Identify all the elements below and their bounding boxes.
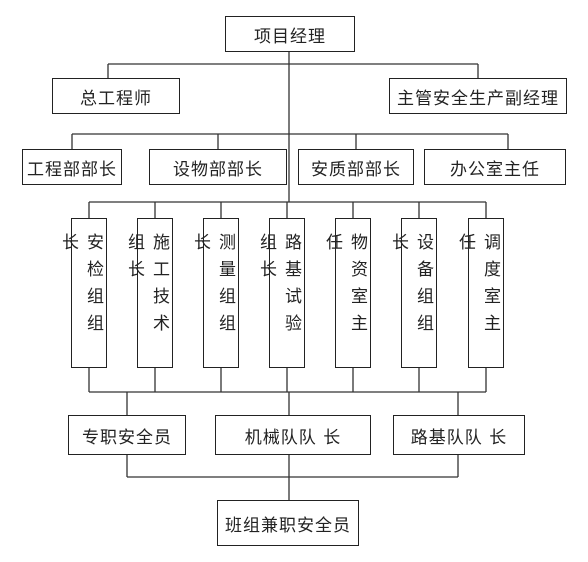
node-chief-engineer: 总工程师 [52, 78, 180, 114]
node-project-manager: 项目经理 [225, 16, 355, 52]
node-dispatch-room: 调度室主任 [455, 218, 504, 368]
node-machinery-team-leader: 机械队队 长 [215, 415, 371, 455]
node-team-part-time-safety-officer: 班组兼职安全员 [217, 500, 359, 546]
node-safety-inspection-group: 安检组组长 [58, 218, 107, 368]
node-safety-deputy-manager: 主管安全生产副经理 [389, 78, 567, 114]
node-survey-group: 测量组组长 [190, 218, 239, 368]
node-quality-dept-head: 安质部部长 [298, 149, 414, 185]
node-materials-dept-head: 设物部部长 [149, 149, 287, 185]
node-subgrade-team-leader: 路基队队 长 [393, 415, 525, 455]
node-subgrade-test-group: 路基试验组长 [256, 218, 305, 368]
node-materials-room: 物资室主任 [322, 218, 371, 368]
node-office-director: 办公室主任 [424, 149, 566, 185]
node-construction-tech-group: 施工技术组长 [124, 218, 173, 368]
node-engineering-dept-head: 工程部部长 [22, 149, 122, 185]
node-full-time-safety-officer: 专职安全员 [68, 415, 186, 455]
node-equipment-group: 设备组组长 [388, 218, 437, 368]
